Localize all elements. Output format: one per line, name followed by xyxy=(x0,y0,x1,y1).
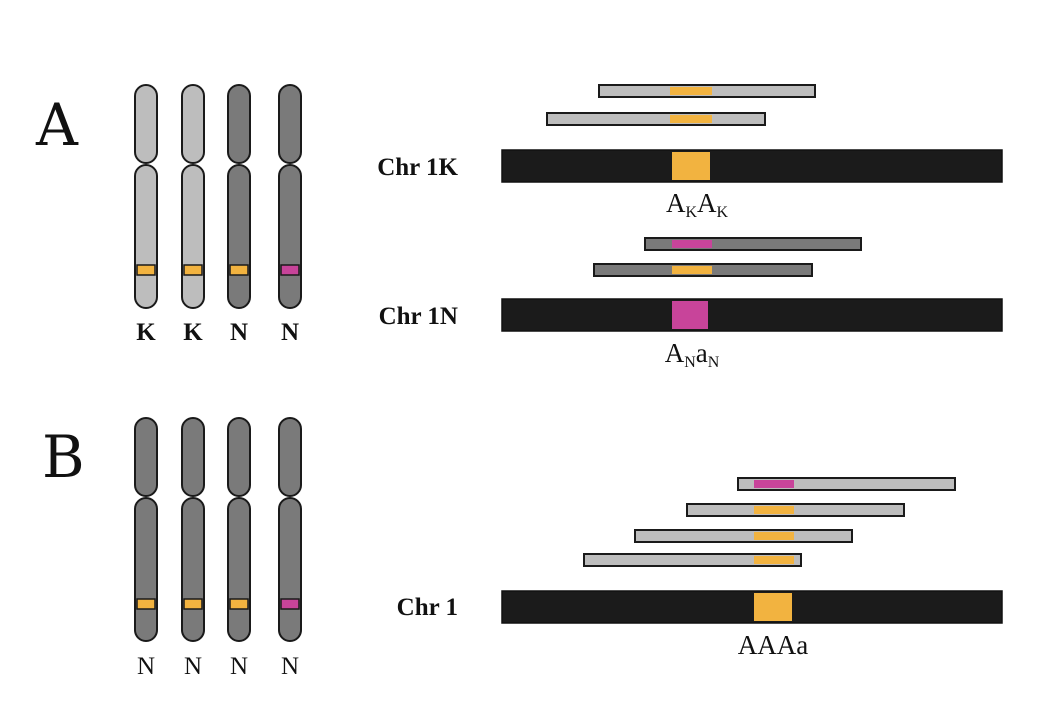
chromosome-p-arm xyxy=(134,417,158,497)
chromosome-label-a4: N xyxy=(281,319,299,346)
chromosome-q-arm xyxy=(278,497,302,642)
read-allele-major xyxy=(670,87,712,95)
read xyxy=(634,529,853,543)
chromosome-b3 xyxy=(227,417,251,642)
allele-band-major xyxy=(229,598,249,610)
chromosome-label-b4: N xyxy=(281,653,299,680)
allele-band-major xyxy=(136,598,156,610)
panel-a-chromosomes xyxy=(134,84,302,309)
reference-allele-minor xyxy=(672,301,708,329)
chromosome-q-arm xyxy=(181,497,205,642)
allele-band-major xyxy=(136,264,156,276)
read xyxy=(598,84,816,98)
chromosome-p-arm xyxy=(227,417,251,497)
reference-label-chr-1n: Chr 1N xyxy=(379,303,458,330)
chromosome-label-a3: N xyxy=(230,319,248,346)
read xyxy=(593,263,813,277)
reference-label-chr-1k: Chr 1K xyxy=(377,154,458,181)
reads-chr-1 xyxy=(583,477,956,567)
read-allele-major xyxy=(754,556,794,564)
reads-chr-1k xyxy=(546,84,816,126)
chromosome-label-b1: N xyxy=(137,653,155,680)
panel-a-letter: A xyxy=(35,91,79,159)
allele-band-major xyxy=(183,264,203,276)
allele-band-major xyxy=(229,264,249,276)
chromosome-p-arm xyxy=(134,84,158,164)
genotype-chr-1k: AKAK xyxy=(666,188,729,221)
reference-bar-chr-1 xyxy=(501,590,1003,624)
reference-bar-chr-1k xyxy=(501,149,1003,183)
chromosome-a2 xyxy=(181,84,205,309)
chromosome-q-arm xyxy=(134,497,158,642)
allele-band-minor xyxy=(280,264,300,276)
allele-band-minor xyxy=(280,598,300,610)
reference-allele-major xyxy=(672,152,710,180)
reads-chr-1n xyxy=(593,237,862,277)
read xyxy=(737,477,956,491)
reference-bar-chr-1n xyxy=(501,298,1003,332)
chromosome-a4 xyxy=(278,84,302,309)
read xyxy=(583,553,802,567)
chromosome-label-a1: K xyxy=(136,319,156,346)
chromosome-b4 xyxy=(278,417,302,642)
chromosome-b1 xyxy=(134,417,158,642)
chromosome-q-arm xyxy=(181,164,205,309)
chromosome-q-arm xyxy=(278,164,302,309)
read-allele-major xyxy=(754,506,794,514)
chromosome-label-a2: K xyxy=(183,319,203,346)
chromosome-a1 xyxy=(134,84,158,309)
chromosome-q-arm xyxy=(227,164,251,309)
chromosome-label-b3: N xyxy=(230,653,248,680)
read-allele-minor xyxy=(754,480,794,488)
read-allele-major xyxy=(670,115,712,123)
chromosome-p-arm xyxy=(181,417,205,497)
chromosome-p-arm xyxy=(278,84,302,164)
read-allele-major xyxy=(754,532,794,540)
read-allele-minor xyxy=(672,240,712,248)
allele-band-major xyxy=(183,598,203,610)
read xyxy=(644,237,862,251)
read xyxy=(546,112,766,126)
chromosome-b2 xyxy=(181,417,205,642)
chromosome-p-arm xyxy=(181,84,205,164)
panel-b-chromosomes xyxy=(134,417,302,642)
chromosome-q-arm xyxy=(134,164,158,309)
genotype-chr-1n: ANaN xyxy=(665,338,720,371)
chromosome-label-b2: N xyxy=(184,653,202,680)
reference-allele-major xyxy=(754,593,792,621)
reference-label-chr-1: Chr 1 xyxy=(397,594,458,621)
chromosome-q-arm xyxy=(227,497,251,642)
read-allele-major xyxy=(672,266,712,274)
panel-b-letter: B xyxy=(42,423,85,491)
chromosome-a3 xyxy=(227,84,251,309)
chromosome-p-arm xyxy=(278,417,302,497)
genotype-chr-1: AAAa xyxy=(738,630,808,660)
chromosome-p-arm xyxy=(227,84,251,164)
read xyxy=(686,503,905,517)
